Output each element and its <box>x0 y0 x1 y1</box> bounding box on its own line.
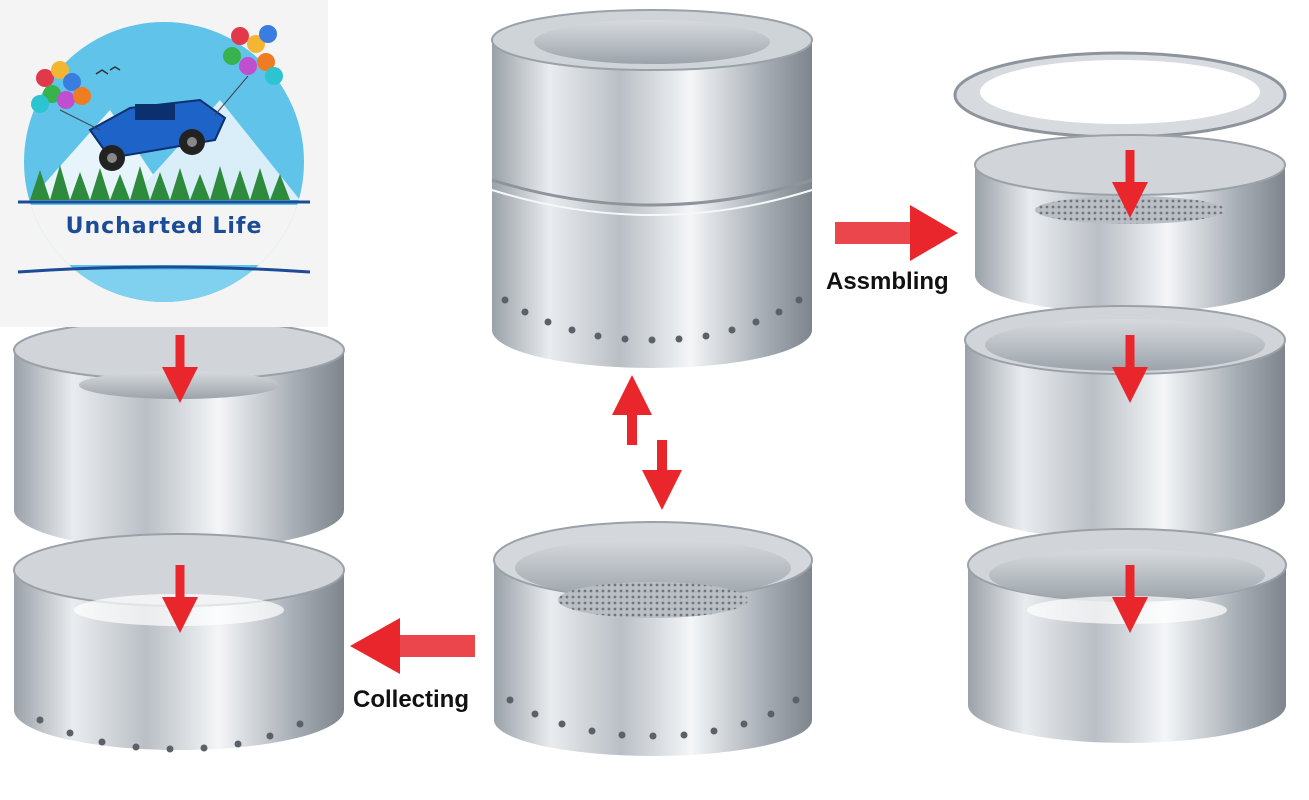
jeep-icon <box>88 98 227 171</box>
balloons-icon <box>31 61 101 131</box>
right-base <box>967 528 1287 743</box>
jeep-with-balloons-logo <box>17 22 311 302</box>
balloons-icon <box>214 25 283 116</box>
exchange-arrows <box>612 375 682 510</box>
brand-name: Uncharted Life <box>65 214 263 239</box>
right-ring-top <box>953 51 1287 139</box>
assembled-fire-pit <box>491 9 813 368</box>
collecting-label: Collecting <box>353 686 470 713</box>
assembling-label: Assmbling <box>826 268 949 295</box>
collected-fire-pit <box>493 521 813 756</box>
collecting-arrow <box>350 618 475 674</box>
right-middle-shell <box>964 305 1286 540</box>
uncharted-life-logo: Uncharted Life <box>0 0 328 327</box>
assembling-arrow <box>835 205 958 261</box>
